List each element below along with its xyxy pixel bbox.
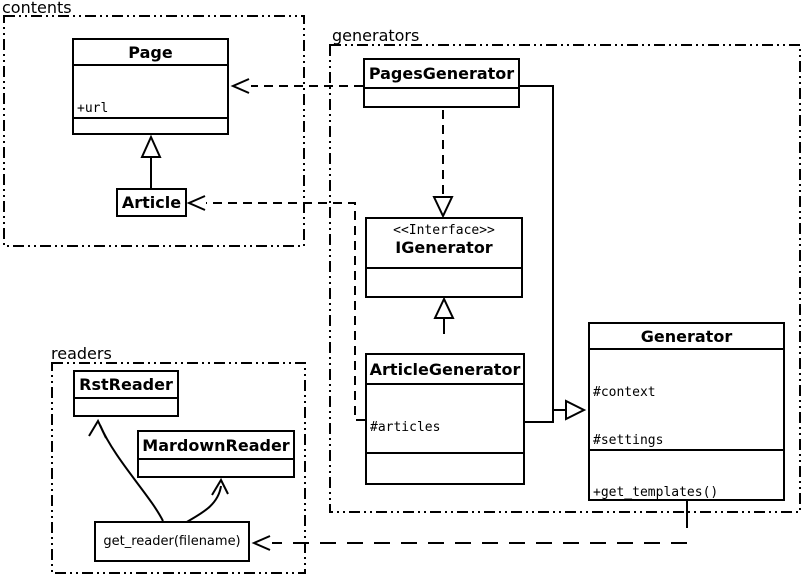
class-page-methods: +check_properties() — [74, 119, 227, 135]
method: +get_templates() — [593, 485, 719, 500]
package-border-readers — [51, 362, 306, 574]
class-articlegenerator-title: ArticleGenerator — [367, 355, 523, 385]
inheritance-arrow-at-generator — [565, 399, 587, 421]
class-mardownreader-methods: +read() — [139, 460, 293, 478]
package-border-contents — [3, 15, 305, 247]
class-articlegenerator: ArticleGenerator #articles #dates #tags … — [365, 353, 525, 485]
inheritance-arrow-article-to-page — [140, 134, 162, 158]
class-igenerator-title: <<Interface>> IGenerator — [367, 219, 521, 269]
inheritance-arrow-at-igenerator — [433, 296, 455, 319]
class-pagesgenerator: PagesGenerator #pages — [363, 58, 520, 108]
class-articlegenerator-methods: +generate_feeds() +generate_pages() — [367, 454, 523, 485]
class-generator-methods: +get_templates() +get_files(path,exclude… — [590, 451, 783, 501]
arrow-at-mardownreader — [211, 477, 229, 496]
attribute: #articles — [370, 420, 441, 435]
class-page-title: Page — [74, 40, 227, 66]
class-page-attributes: +url +slug +summary — [74, 66, 227, 119]
arrow-at-rstreader — [88, 418, 107, 439]
class-generator-attributes: #context #settings #path #theme #output_… — [590, 350, 783, 451]
package-border-generators — [329, 44, 801, 513]
stereotype: <<Interface>> — [393, 223, 495, 238]
edge-articlegenerator-to-article — [206, 202, 365, 421]
class-igenerator-methods: +generate_context() +generate_output() — [367, 269, 521, 302]
class-mardownreader: MardownReader +read() — [137, 430, 295, 478]
class-article: Article — [116, 188, 187, 217]
function-get-reader-label: get_reader(filename) — [103, 534, 241, 549]
attribute: +url — [77, 101, 109, 116]
realization-arrow-at-igenerator — [432, 196, 454, 219]
class-mardownreader-title: MardownReader — [139, 432, 293, 460]
class-pagesgenerator-title: PagesGenerator — [365, 60, 518, 89]
class-generator: Generator #context #settings #path #them… — [588, 322, 785, 501]
edge-articlegenerator-to-generator — [525, 409, 566, 423]
class-rstreader-methods: +read() — [75, 399, 177, 417]
edge-pagesgenerator-to-generator — [520, 85, 554, 410]
class-article-title: Article — [121, 193, 182, 212]
package-label-generators: generators — [332, 26, 420, 45]
class-pagesgenerator-attributes: #pages — [365, 89, 518, 108]
open-arrow-at-getreader — [251, 535, 271, 551]
package-label-contents: contents — [2, 0, 72, 17]
class-igenerator: <<Interface>> IGenerator +generate_conte… — [365, 217, 523, 298]
edge-getreader-to-mardownreader — [184, 485, 222, 524]
class-igenerator-name: IGenerator — [395, 238, 493, 257]
attribute: #context — [593, 385, 656, 400]
class-page: Page +url +slug +summary +check_properti… — [72, 38, 229, 135]
class-articlegenerator-attributes: #articles #dates #tags #categories — [367, 385, 523, 454]
class-rstreader-title: RstReader — [75, 372, 177, 399]
class-rstreader: RstReader +read() — [73, 370, 179, 417]
class-generator-title: Generator — [590, 324, 783, 350]
attribute: #settings — [593, 433, 664, 448]
function-get-reader: get_reader(filename) — [94, 521, 250, 562]
package-label-readers: readers — [51, 344, 112, 363]
open-arrow-at-page — [230, 78, 250, 94]
open-arrow-at-article — [186, 195, 206, 211]
